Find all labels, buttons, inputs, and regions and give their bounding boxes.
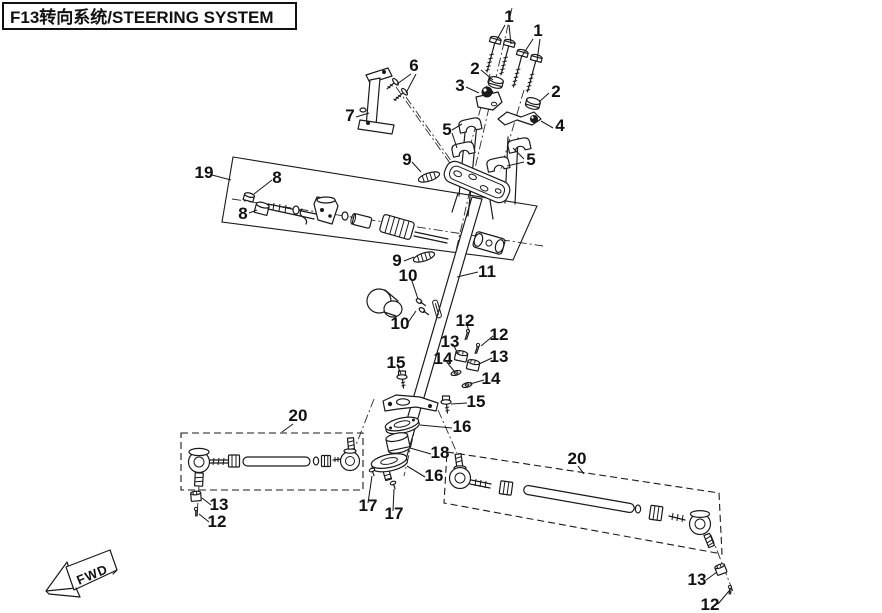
bracket-studs [368, 467, 397, 490]
callout-20-35: 20 [289, 406, 308, 425]
group-box-20-left-tie-rod [180, 432, 364, 491]
callout-9-12: 9 [402, 150, 411, 169]
flange-nut-right [524, 97, 541, 110]
callout-12-19: 12 [208, 512, 227, 531]
steering-column-top-plate [443, 160, 511, 220]
left-tie-rod-assembly [187, 437, 361, 517]
callout-8-11: 8 [238, 204, 247, 223]
callout-14-26: 14 [482, 369, 501, 388]
callout-17-31: 17 [359, 496, 378, 515]
flange-nut-left [487, 76, 504, 89]
callout-7-9: 7 [345, 106, 354, 125]
right-tie-rod-assembly [448, 453, 733, 595]
callout-12-20: 12 [701, 595, 720, 613]
group-box-20-right-tie-rod [443, 451, 723, 555]
group-box-19-steering-shaft [221, 156, 538, 261]
upper-bracket-right [497, 111, 542, 126]
callout-1-0: 1 [504, 7, 513, 26]
lower-mount-bracket [382, 394, 439, 412]
callout-2-2: 2 [470, 59, 479, 78]
handlebar-clamp-bolts [485, 35, 543, 93]
callout-5-6: 5 [442, 120, 451, 139]
callout-15-28: 15 [467, 392, 486, 411]
upper-bracket-left [475, 86, 503, 111]
callout-8-10: 8 [272, 168, 281, 187]
callout-12-18: 12 [490, 325, 509, 344]
support-bracket [357, 67, 395, 135]
callout-13-22: 13 [490, 347, 509, 366]
callout-11-16: 11 [478, 262, 496, 281]
column-spacer [385, 432, 411, 454]
lower-steering-shaft-assembly [242, 192, 506, 255]
upper-bearing-flange [384, 416, 420, 435]
title-block: F13转向系统/STEERING SYSTEM [2, 2, 297, 30]
callout-13-24: 13 [688, 570, 707, 589]
callout-9-13: 9 [392, 251, 401, 270]
callout-17-32: 17 [385, 504, 404, 523]
callout-3-4: 3 [455, 76, 464, 95]
callout-6-8: 6 [409, 56, 418, 75]
callout-4-5: 4 [555, 116, 565, 135]
callout-13-21: 13 [441, 332, 460, 351]
callout-15-27: 15 [387, 353, 406, 372]
callout-10-14: 10 [399, 266, 418, 285]
callout-14-25: 14 [434, 349, 453, 368]
bracket-bolts [386, 77, 409, 102]
callout-numbers: 1122345567889910101112121212131313131414… [195, 7, 720, 613]
callout-10-15: 10 [391, 314, 410, 333]
callout-16-30: 16 [425, 466, 444, 485]
serrated-washer-lower [412, 251, 436, 263]
callout-19-34: 19 [195, 163, 214, 182]
lower-bearing-flange [370, 453, 408, 473]
callout-5-7: 5 [526, 150, 535, 169]
callout-18-33: 18 [431, 443, 450, 462]
fwd-arrow: FWD [45, 549, 118, 598]
callout-12-17: 12 [456, 311, 475, 330]
steering-lock-cylinder [366, 288, 430, 318]
callout-leader-lines [198, 24, 730, 605]
tie-rod-fastener-sets [450, 328, 481, 389]
callout-20-36: 20 [568, 449, 587, 468]
callout-16-29: 16 [453, 417, 472, 436]
callout-2-3: 2 [551, 82, 560, 101]
callout-1-1: 1 [533, 21, 542, 40]
callout-13-23: 13 [210, 495, 229, 514]
serrated-washer-upper [417, 171, 441, 183]
mount-flange-bolts [396, 370, 452, 414]
page-title: F13转向系统/STEERING SYSTEM [10, 7, 274, 27]
